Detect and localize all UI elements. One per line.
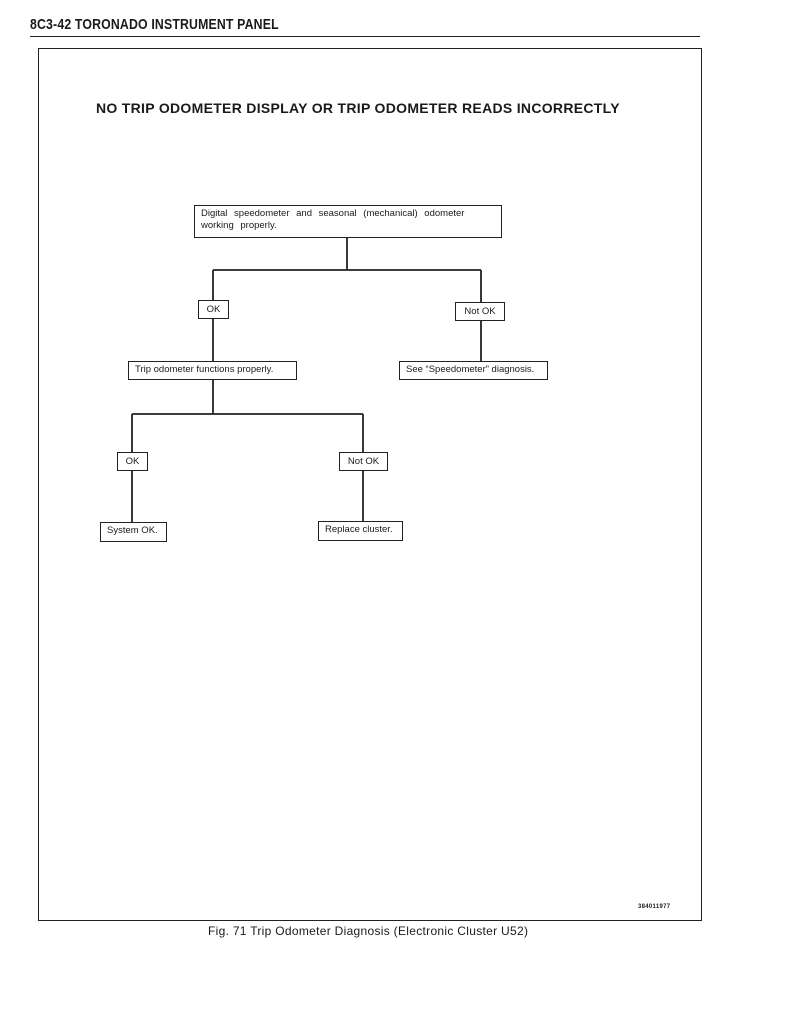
node-system-ok-text: System OK.: [107, 525, 158, 536]
page-header: 8C3-42 TORONADO INSTRUMENT PANEL: [30, 16, 279, 33]
node-replace-cluster: Replace cluster.: [318, 521, 403, 541]
node-ok-1-text: OK: [206, 304, 221, 315]
header-rule: [30, 36, 700, 37]
node-not-ok-1-text: Not OK: [464, 306, 496, 317]
drawing-number: 384011977: [638, 904, 671, 910]
chart-title: NO TRIP ODOMETER DISPLAY OR TRIP ODOMETE…: [96, 100, 620, 116]
node-system-ok: System OK.: [100, 522, 167, 542]
node-ok-2: OK: [117, 452, 148, 471]
node-see-speedometer-text: See “Speedometer” diagnosis.: [406, 364, 535, 375]
node-start: Digital speedometer and seasonal (mechan…: [194, 205, 502, 238]
node-trip-check-text: Trip odometer functions properly.: [135, 364, 274, 375]
node-start-text: Digital speedometer and seasonal (mechan…: [201, 208, 465, 231]
node-ok-2-text: OK: [125, 456, 140, 467]
node-not-ok-2-text: Not OK: [347, 456, 380, 467]
node-ok-1: OK: [198, 300, 229, 319]
node-not-ok-2: Not OK: [339, 452, 388, 471]
figure-caption: Fig. 71 Trip Odometer Diagnosis (Electro…: [208, 924, 529, 938]
node-trip-check: Trip odometer functions properly.: [128, 361, 297, 380]
node-see-speedometer: See “Speedometer” diagnosis.: [399, 361, 548, 380]
node-replace-cluster-text: Replace cluster.: [325, 524, 393, 535]
node-not-ok-1: Not OK: [455, 302, 505, 321]
figure-frame: [38, 48, 702, 921]
